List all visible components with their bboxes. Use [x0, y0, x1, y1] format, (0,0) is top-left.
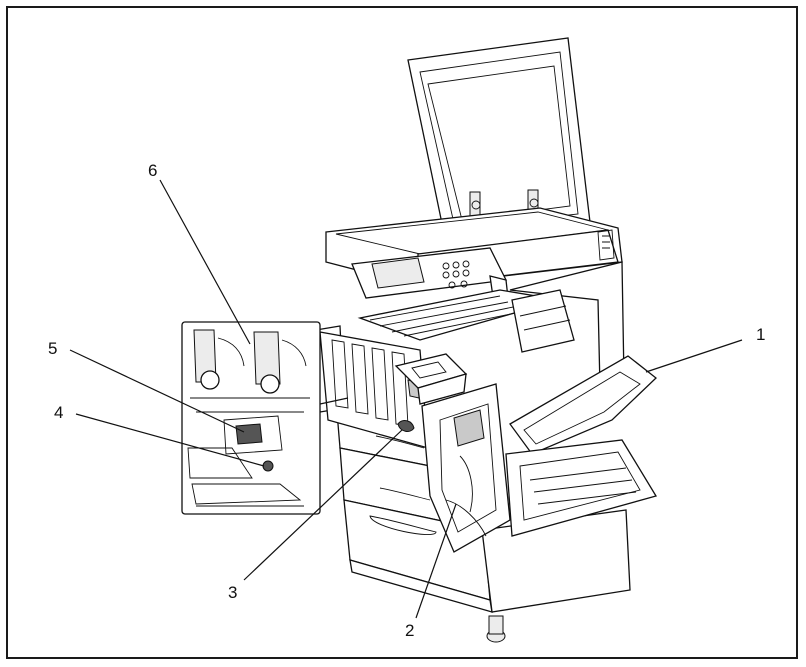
callout-labels: 1 2 3 4 5 6 [48, 161, 765, 640]
front-door [421, 383, 511, 553]
leader-lines [69, 179, 743, 619]
leader-4 [75, 413, 265, 467]
imaging-unit-area [319, 331, 429, 449]
callout-5: 5 [48, 339, 57, 358]
control-panel [351, 247, 509, 305]
leader-1 [645, 339, 743, 373]
leader-5 [69, 349, 245, 433]
leader-2 [415, 503, 457, 619]
right-side-door [505, 289, 658, 537]
callout-3: 3 [228, 583, 237, 602]
callout-2: 2 [405, 621, 414, 640]
detail-inset [181, 321, 349, 515]
leader-3 [243, 429, 403, 581]
callout-4: 4 [54, 403, 63, 422]
document-cover [407, 37, 591, 239]
leader-6 [159, 179, 251, 345]
callout-6: 6 [148, 161, 157, 180]
callout-1: 1 [756, 325, 765, 344]
waste-toner-box [394, 353, 468, 405]
